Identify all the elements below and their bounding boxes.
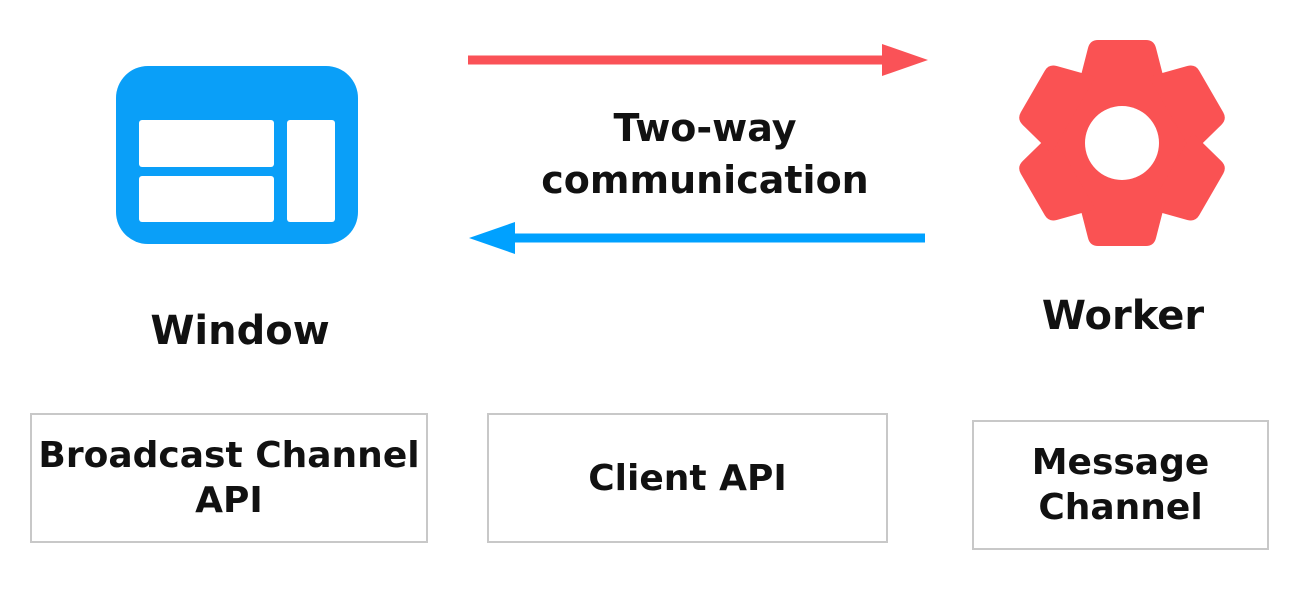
api-box-label: Message Channel [1031,442,1210,528]
gear-icon [1018,40,1226,246]
api-box-message-channel: Message Channel [972,420,1269,550]
api-box-label: Broadcast Channel API [38,435,420,521]
connection-label: Two-way communication [541,106,869,203]
window-label: Window [150,308,330,354]
api-box-label: Client API [588,457,787,499]
worker-label: Worker [1041,293,1205,339]
arrow-right-icon [468,44,928,76]
api-box-client-api: Client API [487,413,888,543]
arrow-left-icon [469,222,925,254]
api-box-broadcast-channel: Broadcast Channel API [30,413,428,543]
browser-window-icon [116,66,358,244]
